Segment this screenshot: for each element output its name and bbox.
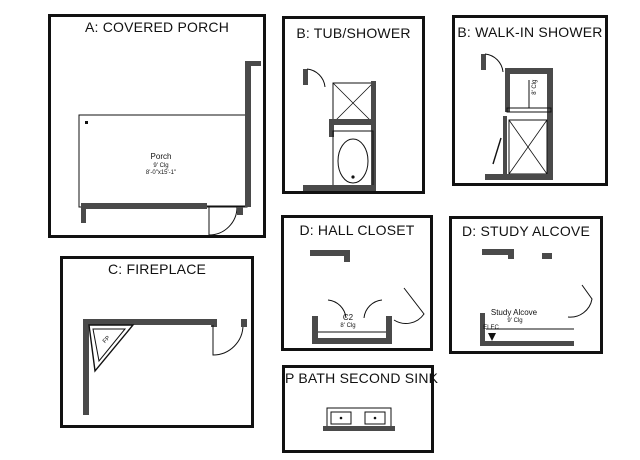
closet-west-wall bbox=[505, 68, 510, 112]
closet-north-wall bbox=[505, 68, 551, 74]
closet-south-wall bbox=[312, 338, 392, 344]
porch-ceiling-label: 9' Clg bbox=[153, 163, 169, 169]
panel-title: B: TUB/SHOWER bbox=[296, 25, 411, 41]
porch-south-wall bbox=[81, 203, 207, 209]
door-jamb-right bbox=[241, 319, 247, 327]
closet-ceiling-label: 8' Clg bbox=[340, 323, 356, 329]
door-swing bbox=[306, 68, 326, 88]
closet-east-wall bbox=[386, 316, 392, 344]
sink-basin-2 bbox=[364, 411, 386, 425]
tub-north-wall bbox=[329, 119, 375, 125]
walk-in-shower-floorplan bbox=[481, 53, 553, 180]
alcove-door-swing bbox=[567, 284, 593, 318]
tub-drain bbox=[351, 175, 355, 179]
porch-dimensions: 8'-0"x15'-1" bbox=[145, 170, 177, 176]
porch-door-jamb bbox=[237, 207, 243, 215]
hall-wall-return bbox=[344, 250, 350, 262]
alcove-ceiling-label: 9' Clg bbox=[507, 318, 523, 324]
shower-drain-diagonal-2 bbox=[332, 82, 374, 124]
panel-title: A: COVERED PORCH bbox=[85, 19, 229, 35]
porch-post-marker bbox=[85, 121, 88, 124]
panel-fireplace: C: FIREPLACE FP bbox=[60, 256, 254, 428]
fireplace-west-wall bbox=[83, 319, 89, 415]
fireplace-floorplan bbox=[83, 319, 247, 415]
closet-ceiling-label: 8' Clg bbox=[531, 79, 538, 95]
porch-door-swing bbox=[208, 206, 238, 236]
elec-panel-symbol bbox=[488, 333, 496, 341]
door-jamb bbox=[303, 69, 308, 85]
panel-tub-shower: B: TUB/SHOWER bbox=[282, 16, 425, 194]
hall-closet-floorplan bbox=[310, 250, 425, 344]
panel-p-bath-second-sink: P BATH SECOND SINK bbox=[282, 365, 439, 453]
glass-door bbox=[492, 137, 502, 165]
hall-wall-top bbox=[310, 250, 350, 256]
tub-south-wall bbox=[303, 185, 375, 191]
closet-door-swing-left bbox=[327, 299, 347, 319]
panel-study-alcove: D: STUDY ALCOVE Study Alcove 9' Clg ELEC bbox=[449, 216, 603, 354]
tub-basin bbox=[337, 138, 369, 184]
closet-room-name: C2 bbox=[342, 313, 354, 322]
alcove-south-wall bbox=[480, 341, 574, 346]
vanity-counter bbox=[326, 407, 392, 429]
panel-covered-porch: A: COVERED PORCH Porch 9' Clg 8'-0"x15'-… bbox=[48, 14, 266, 238]
fireplace-hearth bbox=[88, 324, 135, 373]
panel-hall-closet: D: HALL CLOSET C2 8' Clg bbox=[281, 215, 433, 351]
alcove-room-name: Study Alcove bbox=[490, 308, 538, 317]
panel-title: C: FIREPLACE bbox=[107, 261, 207, 277]
shower-east-wall bbox=[547, 68, 553, 178]
elec-tag: ELEC bbox=[483, 325, 499, 331]
alcove-wall-top-left bbox=[482, 249, 512, 255]
closet-door-swing-right bbox=[363, 299, 383, 319]
porch-wall-stub bbox=[81, 203, 86, 223]
door-swing bbox=[484, 53, 504, 73]
porch-floorplan bbox=[78, 61, 261, 236]
panel-title: P BATH SECOND SINK bbox=[285, 370, 439, 386]
fireplace-north-wall bbox=[83, 319, 213, 325]
vanity-wall bbox=[323, 426, 395, 431]
shower-south-wall bbox=[485, 174, 553, 180]
bench bbox=[506, 107, 552, 113]
porch-wall-return bbox=[245, 61, 261, 66]
hall-door-swing bbox=[393, 287, 425, 324]
closet-west-wall bbox=[312, 316, 318, 344]
fireplace-firebox bbox=[92, 328, 127, 363]
alcove-wall-top-right bbox=[542, 253, 552, 259]
alcove-west-wall bbox=[480, 313, 485, 343]
shower-glass-west bbox=[503, 116, 507, 178]
panel-title: D: HALL CLOSET bbox=[299, 222, 415, 238]
study-alcove-floorplan bbox=[480, 249, 593, 346]
porch-room-name: Porch bbox=[150, 152, 172, 161]
tub-wall-stub bbox=[329, 119, 334, 137]
fireplace-door-swing bbox=[212, 324, 244, 356]
panel-walk-in-shower: B: WALK-IN SHOWER 8' Clg bbox=[452, 15, 608, 186]
door-jamb bbox=[481, 54, 486, 70]
sink-drain-1 bbox=[339, 416, 343, 420]
shower-diagonal-2 bbox=[508, 119, 548, 175]
porch-east-wall bbox=[245, 61, 251, 207]
sink-drain-2 bbox=[373, 416, 377, 420]
sink-floorplan bbox=[323, 407, 395, 431]
sink-basin-1 bbox=[330, 411, 352, 425]
panel-title: B: WALK-IN SHOWER bbox=[457, 24, 603, 40]
alcove-wall-return bbox=[508, 249, 514, 259]
tub-shower-floorplan bbox=[303, 68, 376, 191]
panel-title: D: STUDY ALCOVE bbox=[461, 223, 590, 239]
door-jamb-left bbox=[211, 319, 217, 327]
